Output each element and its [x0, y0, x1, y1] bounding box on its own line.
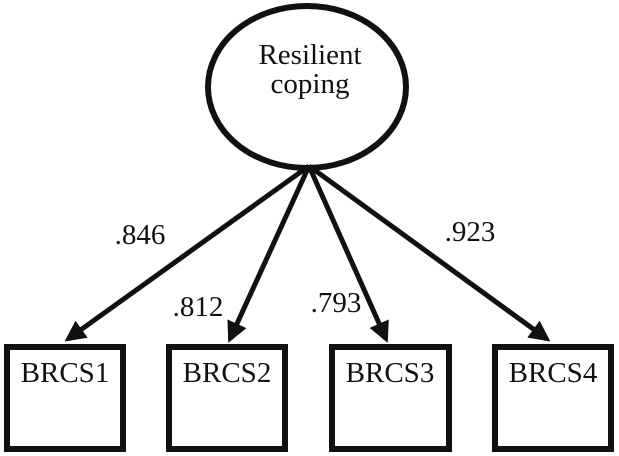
indicator-box-brcs1	[4, 344, 126, 452]
indicator-box-brcs3	[329, 344, 452, 452]
latent-variable-label-line1: Resilient	[258, 39, 361, 71]
latent-variable-ellipse	[205, 3, 409, 171]
indicator-label-brcs3: BRCS3	[346, 357, 435, 389]
loading-arrow-brcs1	[64, 163, 311, 342]
latent-variable-label-line2: coping	[271, 68, 350, 100]
loading-value-brcs1: .846	[115, 219, 166, 251]
indicator-box-brcs4	[492, 344, 614, 452]
indicator-box-brcs2	[166, 344, 288, 452]
indicator-label-brcs2: BRCS2	[183, 357, 272, 389]
loading-value-brcs4: .923	[445, 216, 496, 248]
loading-value-brcs2: .812	[173, 291, 224, 323]
loading-arrow-brcs3	[306, 164, 389, 343]
loading-arrow-brcs2	[227, 164, 312, 343]
loading-arrow-brcs4	[307, 163, 551, 342]
indicator-label-brcs1: BRCS1	[21, 357, 110, 389]
loading-value-brcs3: .793	[311, 287, 362, 319]
indicator-label-brcs4: BRCS4	[509, 357, 598, 389]
